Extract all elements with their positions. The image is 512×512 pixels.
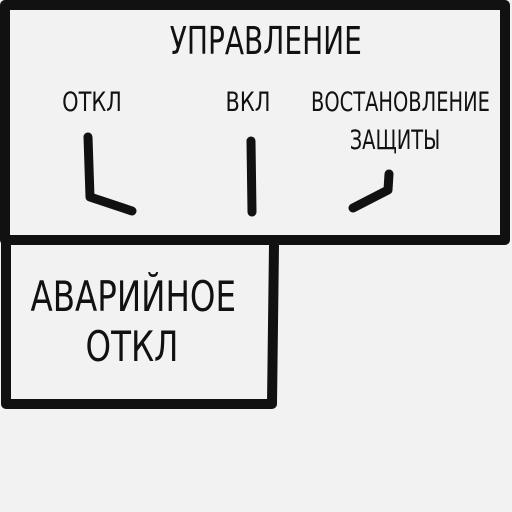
switch-position-off-icon [83,132,137,216]
position-label-on: ВКЛ [225,87,271,118]
position-label-restore: ВОСТАНОВЛЕНИЕ ЗАЩИТЫ [311,87,490,156]
position-label-off: ОТКЛ [62,87,122,118]
emergency-off-label: АВАРИЙНОЕ ОТКЛ [30,272,237,371]
emergency-panel-border [1,235,279,409]
control-panel-border [0,0,510,245]
switch-position-restore-icon [348,169,394,213]
control-panel-title: УПРАВЛЕНИЕ [169,19,362,63]
switch-position-on-icon [246,136,257,217]
